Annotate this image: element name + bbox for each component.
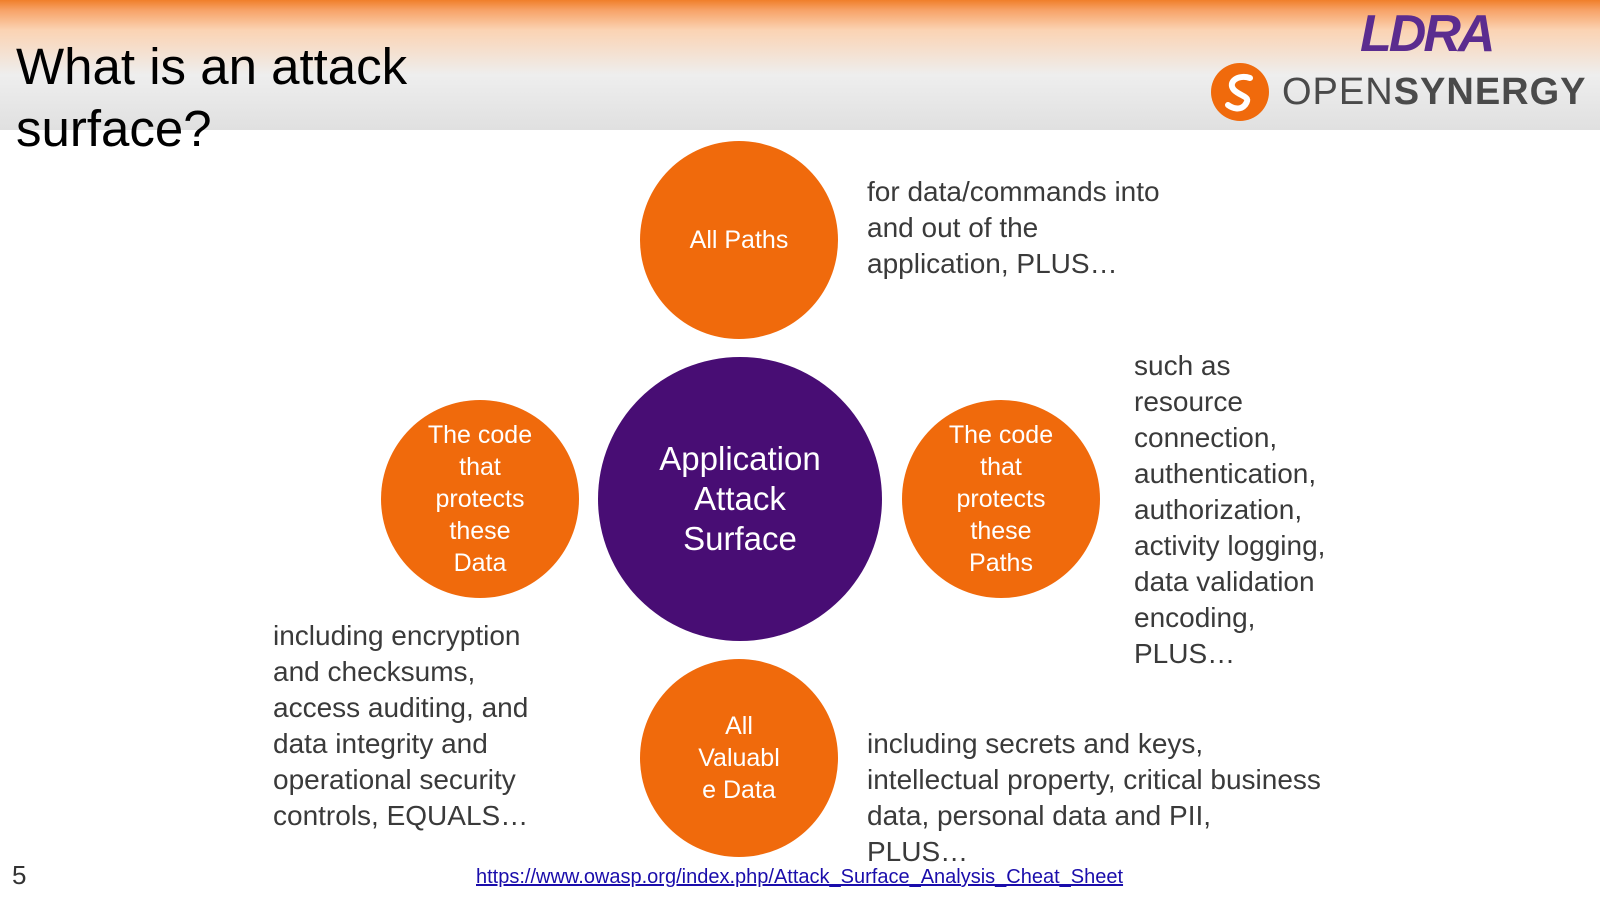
circle-code-protects-paths-label: The code that protects these Paths [948, 421, 1054, 577]
opensynergy-mark-icon [1211, 63, 1269, 121]
ldra-logo: LDRA [1360, 5, 1495, 63]
owasp-link[interactable]: https://www.owasp.org/index.php/Attack_S… [476, 866, 1124, 888]
circle-application-attack-surface: Application Attack Surface [598, 357, 882, 641]
page-number: 5 [12, 860, 27, 890]
circle-code-protects-data-label: The code that protects these Data [427, 421, 533, 577]
circle-all-paths: All Paths [640, 141, 838, 339]
description-bottom: including secrets and keys, intellectual… [867, 728, 1321, 867]
circle-center-label: Application Attack Surface [659, 440, 821, 557]
description-right: such as resource connection, authenticat… [1134, 350, 1326, 669]
description-top: for data/commands into and out of the ap… [867, 176, 1160, 279]
opensynergy-wordmark: OPENSYNERGY [1282, 71, 1587, 114]
circle-code-protects-data: The code that protects these Data [381, 400, 579, 598]
opensynergy-open: OPEN [1282, 70, 1394, 113]
slide-title: What is an attack surface? [16, 38, 408, 157]
description-left: including encryption and checksums, acce… [273, 620, 529, 831]
header-band [0, 0, 1600, 130]
opensynergy-synergy: SYNERGY [1393, 70, 1587, 113]
circle-all-valuable-data: All Valuabl e Data [640, 659, 838, 857]
opensynergy-logo: OPENSYNERGY [1210, 60, 1587, 124]
circle-code-protects-paths: The code that protects these Paths [902, 400, 1100, 598]
circle-all-valuable-data-label: All Valuabl e Data [698, 712, 780, 804]
circle-all-paths-label: All Paths [689, 226, 789, 254]
